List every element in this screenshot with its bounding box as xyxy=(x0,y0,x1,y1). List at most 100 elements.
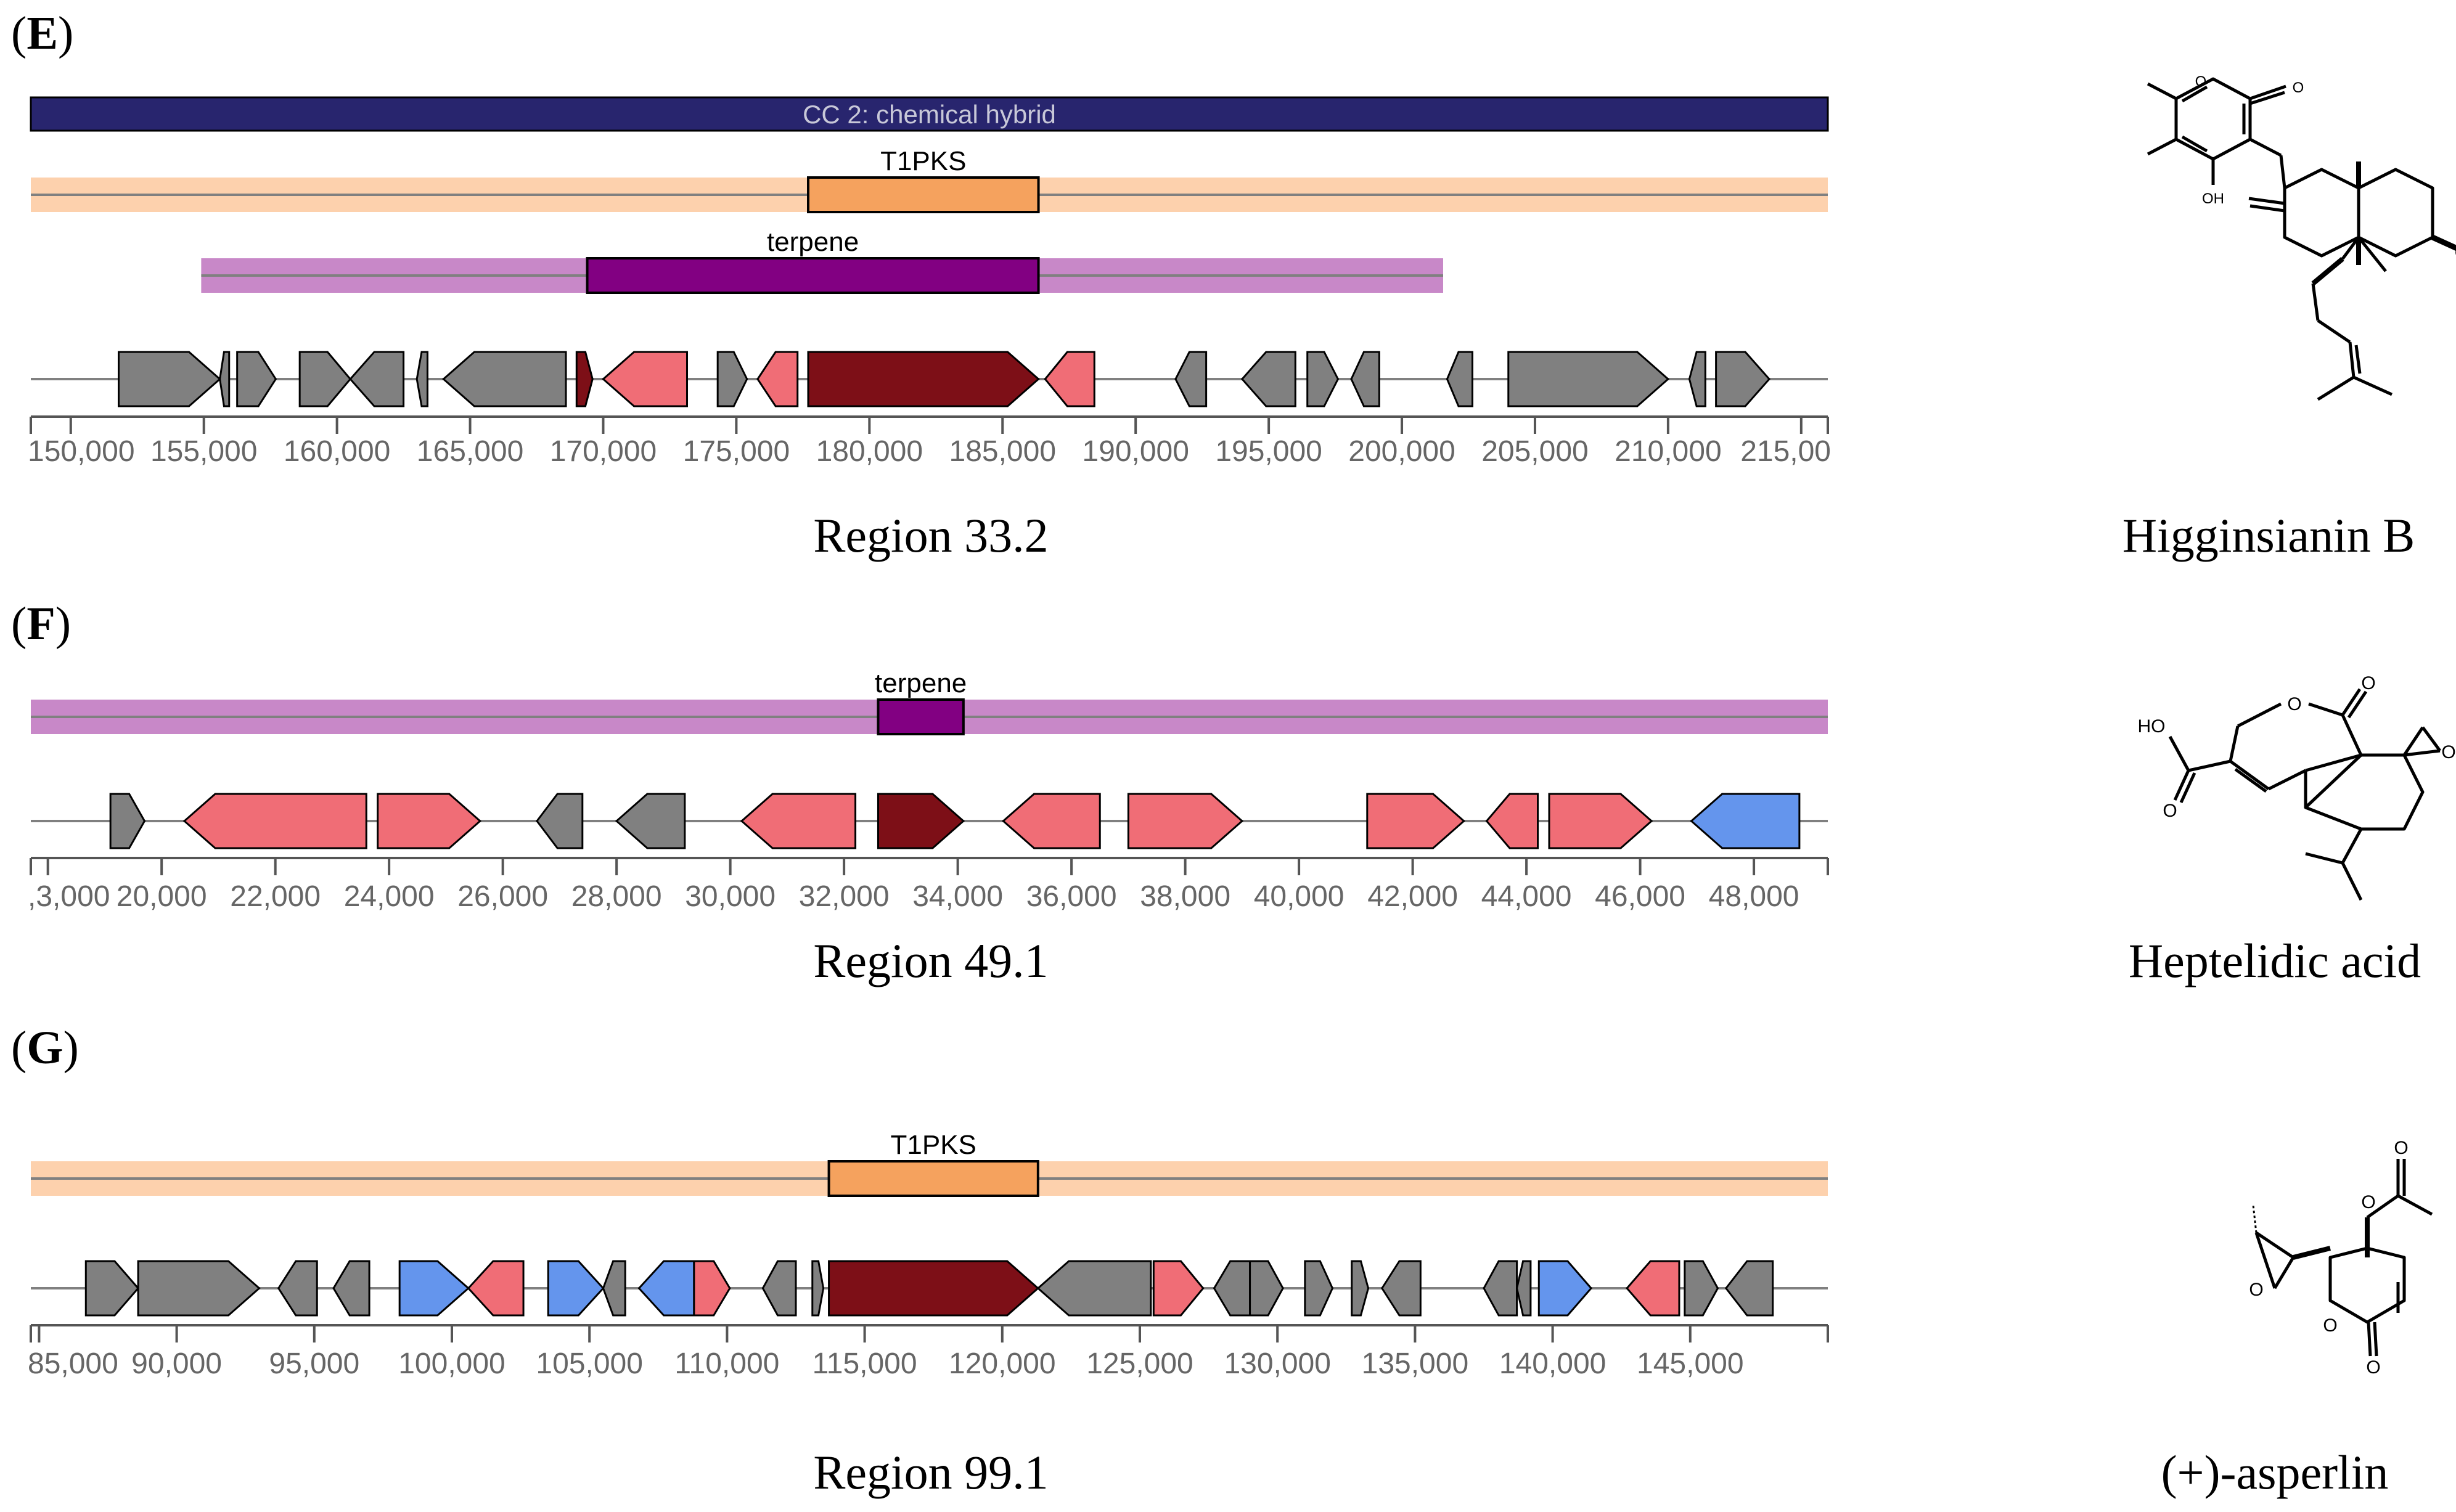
gene-arrow-other[interactable] xyxy=(615,793,686,849)
axis-tick-label: 180,000 xyxy=(816,435,923,468)
protocluster-core-t1pks[interactable] xyxy=(827,1160,1039,1197)
panel-letter: (F) xyxy=(11,598,71,650)
axis-tick-label: 20,000 xyxy=(117,880,207,913)
gene-arrow-other[interactable] xyxy=(118,351,221,407)
gene-arrow-other[interactable] xyxy=(1350,351,1380,407)
gene-arrow-other[interactable] xyxy=(1516,1260,1532,1317)
compound-name: (+)-asperlin xyxy=(2161,1445,2389,1499)
gene-arrow-other[interactable] xyxy=(442,351,567,407)
gene-arrow-other[interactable] xyxy=(1724,1260,1774,1317)
gene-arrow-transport[interactable] xyxy=(1690,793,1801,849)
gene-arrow-bio[interactable] xyxy=(182,793,367,849)
hybrid-bar-rect[interactable] xyxy=(30,96,1829,132)
gene-arrow-other[interactable] xyxy=(332,1260,370,1317)
gene-arrow-other[interactable] xyxy=(1351,1260,1370,1317)
axis-tick-label: 115,000 xyxy=(813,1347,917,1380)
protocluster-core-t1pks[interactable] xyxy=(807,176,1040,213)
protocluster-label: terpene xyxy=(875,668,967,698)
gene-arrow-other[interactable] xyxy=(1715,351,1770,407)
gene-arrow-bio[interactable] xyxy=(1127,793,1244,849)
gene-arrow-other[interactable] xyxy=(137,1260,261,1317)
axis-tick-label: 42,000 xyxy=(1367,880,1458,913)
gene-arrow-bio[interactable] xyxy=(602,351,689,407)
gene-arrow-other[interactable] xyxy=(1036,1260,1152,1317)
gene-arrow-other[interactable] xyxy=(219,351,231,407)
gene-arrow-other[interactable] xyxy=(536,793,584,849)
axis-tick-label: 210,000 xyxy=(1615,435,1722,468)
gene-arrow-other[interactable] xyxy=(236,351,277,407)
gene-arrow-other[interactable] xyxy=(1381,1260,1422,1317)
protocluster-label: T1PKS xyxy=(891,1130,976,1160)
gene-arrow-other[interactable] xyxy=(1174,351,1208,407)
gene-arrow-transport[interactable] xyxy=(637,1260,695,1317)
gene-arrow-other[interactable] xyxy=(1240,351,1296,407)
panel-letter: (G) xyxy=(11,1022,79,1074)
axis-tick-label: ,3,000 xyxy=(28,880,110,913)
gene-arrow-other[interactable] xyxy=(349,351,405,407)
gene-arrow-other[interactable] xyxy=(1684,1260,1719,1317)
axis-tick-label: 22,000 xyxy=(230,880,321,913)
chemical-hybrid-bar[interactable]: CC 2: chemical hybrid xyxy=(30,96,1829,132)
gene-arrow-other[interactable] xyxy=(1304,1260,1334,1317)
gene-arrow-other[interactable] xyxy=(84,1260,140,1317)
gene-arrow-transport[interactable] xyxy=(547,1260,605,1317)
gene-arrow-other[interactable] xyxy=(1446,351,1473,407)
gene-arrow-other[interactable] xyxy=(811,1260,825,1317)
gene-arrow-other[interactable] xyxy=(1688,351,1706,407)
axis-tick-label: 145,000 xyxy=(1637,1347,1744,1380)
axis-tick-label: 90,000 xyxy=(131,1347,222,1380)
svg-text:OH: OH xyxy=(2202,190,2224,207)
axis-tick-label: 165,000 xyxy=(417,435,524,468)
axis-tick-label: 48,000 xyxy=(1709,880,1799,913)
axis-tick-label: 110,000 xyxy=(674,1347,779,1380)
gene-arrow-other[interactable] xyxy=(1507,351,1670,407)
gene-arrow-other[interactable] xyxy=(761,1260,797,1317)
axis-tick-label: 85,000 xyxy=(28,1347,118,1380)
protocluster-label: T1PKS xyxy=(880,146,966,176)
gene-arrow-core[interactable] xyxy=(575,351,594,407)
region-label: Region 49.1 xyxy=(813,934,1048,987)
gene-arrow-bio[interactable] xyxy=(467,1260,525,1317)
gene-arrow-other[interactable] xyxy=(716,351,748,407)
gene-arrow-bio[interactable] xyxy=(1044,351,1095,407)
gene-arrow-other[interactable] xyxy=(298,351,352,407)
region-label: Region 99.1 xyxy=(813,1445,1048,1499)
svg-text:O: O xyxy=(2361,1192,2375,1212)
gene-arrow-transport[interactable] xyxy=(398,1260,470,1317)
gene-arrow-bio[interactable] xyxy=(1366,793,1465,849)
svg-text:O: O xyxy=(2361,673,2375,693)
gene-arrow-core[interactable] xyxy=(828,1260,1040,1317)
gene-arrow-other[interactable] xyxy=(1483,1260,1518,1317)
gene-arrow-bio[interactable] xyxy=(1485,793,1539,849)
gene-arrow-bio[interactable] xyxy=(1152,1260,1205,1317)
gene-arrow-bio[interactable] xyxy=(377,793,482,849)
gene-arrow-bio[interactable] xyxy=(1548,793,1653,849)
axis-tick-label: 95,000 xyxy=(269,1347,359,1380)
gene-arrow-other[interactable] xyxy=(277,1260,318,1317)
gene-arrow-other[interactable] xyxy=(1249,1260,1284,1317)
gene-arrow-bio[interactable] xyxy=(740,793,857,849)
axis-tick-label: 150,000 xyxy=(28,435,135,468)
gene-arrow-other[interactable] xyxy=(1306,351,1340,407)
gene-arrow-other[interactable] xyxy=(1213,1260,1251,1317)
axis-tick-label: 44,000 xyxy=(1481,880,1572,913)
gene-arrow-other[interactable] xyxy=(109,793,146,849)
protocluster-core-terpene[interactable] xyxy=(877,698,965,735)
axis-tick-label: 160,000 xyxy=(284,435,391,468)
gene-arrow-other[interactable] xyxy=(602,1260,626,1317)
svg-text:O: O xyxy=(2323,1315,2337,1336)
gene-arrow-bio[interactable] xyxy=(693,1260,731,1317)
gene-arrow-core[interactable] xyxy=(807,351,1040,407)
gene-arrow-other[interactable] xyxy=(415,351,428,407)
svg-text:OH: OH xyxy=(2455,245,2456,261)
gene-arrow-bio[interactable] xyxy=(1626,1260,1680,1317)
svg-text:O: O xyxy=(2163,801,2177,821)
axis-tick-label: 190,000 xyxy=(1082,435,1189,468)
heptelidic-acid-structure xyxy=(2168,688,2442,901)
gene-arrow-bio[interactable] xyxy=(1002,793,1101,849)
gene-arrow-bio[interactable] xyxy=(756,351,799,407)
protocluster-core-terpene[interactable] xyxy=(586,257,1040,294)
gene-arrow-core[interactable] xyxy=(877,793,965,849)
gene-arrow-transport[interactable] xyxy=(1537,1260,1593,1317)
